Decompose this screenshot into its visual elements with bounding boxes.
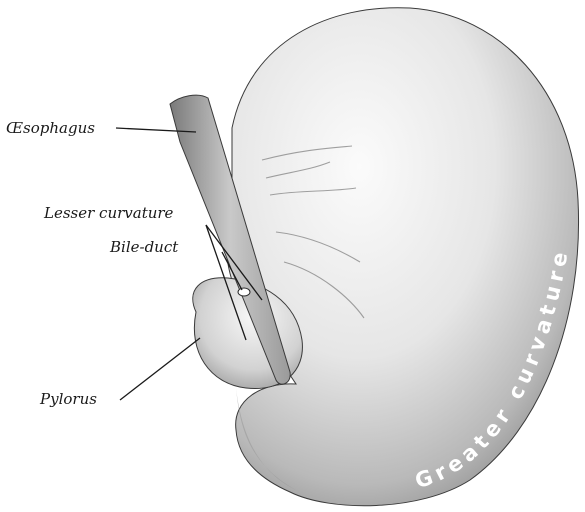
- lesser-curvature-label: Lesser curvature: [43, 204, 174, 222]
- bile-duct-label: Bile-duct: [109, 238, 179, 256]
- bile-duct-opening: [238, 288, 250, 296]
- pylorus-label: Pylorus: [39, 390, 97, 408]
- pylorus-leader: [120, 338, 200, 400]
- stomach-body: [225, 8, 579, 506]
- oesophagus-label: Œsophagus: [6, 119, 95, 137]
